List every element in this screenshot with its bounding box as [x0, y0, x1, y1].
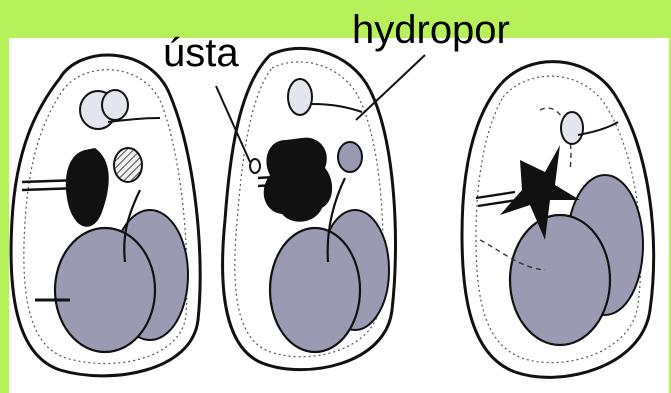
larva-2-lower-sac-front [270, 228, 360, 352]
hydropore-label: hydropor [352, 10, 510, 50]
mouth-label: ústa [163, 33, 239, 73]
larva-2-right-organ [338, 142, 362, 172]
larva-1-hatched-organ [114, 148, 142, 182]
larva-1-lower-sac-front [55, 228, 155, 352]
larva-2-upper-vesicle-left [288, 79, 312, 115]
larva-1-upper-vesicle-right [102, 90, 128, 120]
larva-stage-1 [11, 55, 200, 376]
larva-3-lower-sac-front [510, 215, 610, 345]
larva-stage-3 [462, 62, 654, 378]
larva-2-mouth-opening [250, 159, 260, 173]
larva-stage-2 [223, 48, 396, 369]
larva-3-upper-vesicle [561, 112, 583, 144]
